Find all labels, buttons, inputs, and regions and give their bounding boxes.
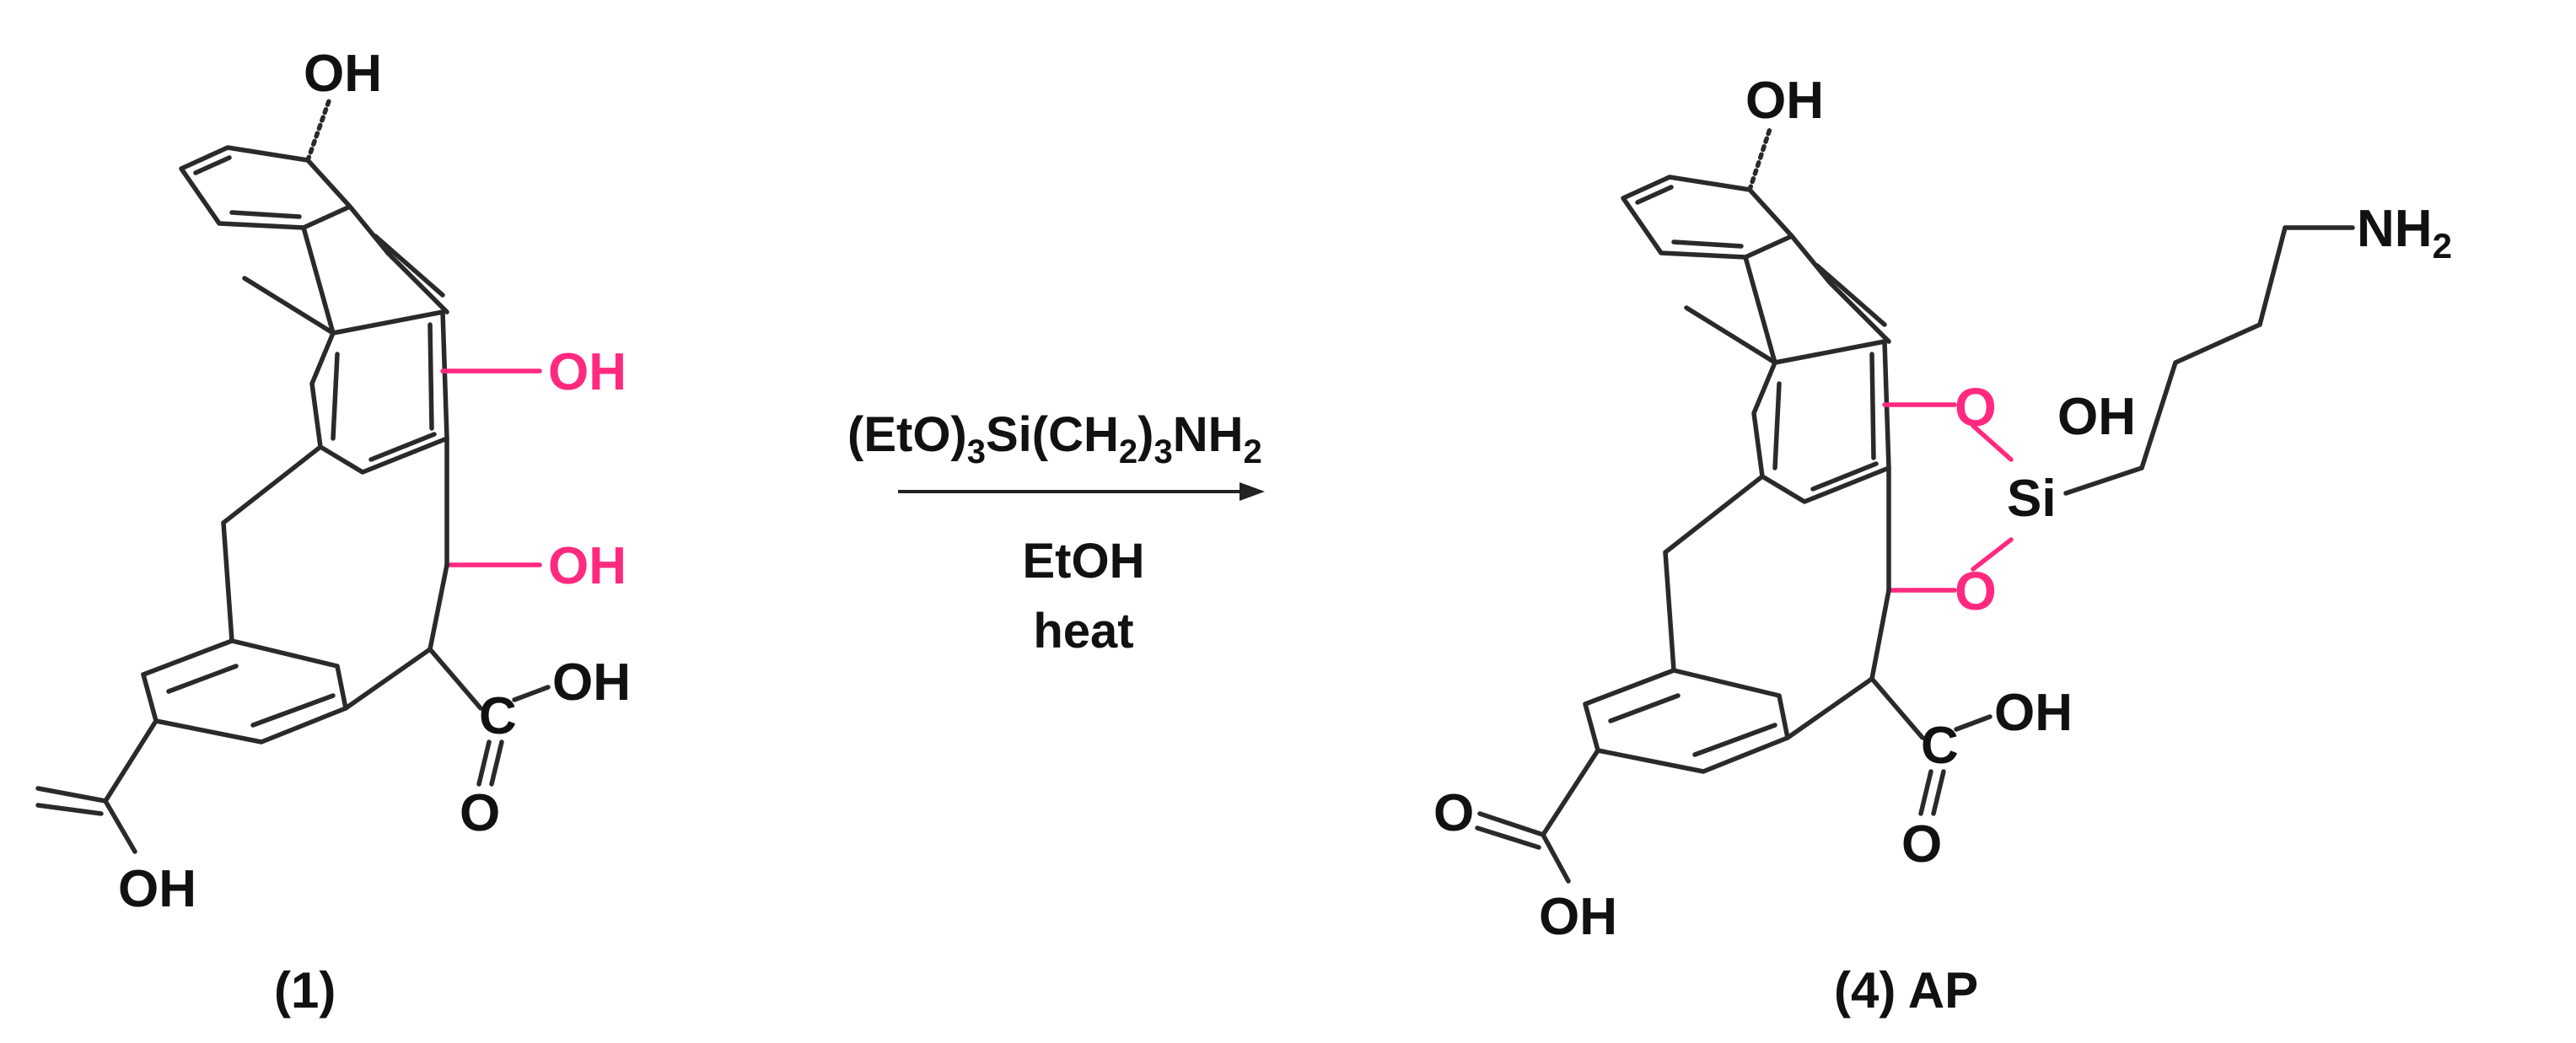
product-bottom-double-2 [1692,723,1777,757]
reaction-arrow-group: (EtO)3Si(CH2)3NH2 EtOH heat [847,407,1265,659]
reagent-prefix: (EtO) [847,407,967,462]
reactant-acid-o: O [460,784,500,842]
product-bottom-double-1 [1608,693,1681,723]
product-top-oh: OH [1745,72,1824,130]
product-si: Si [2007,470,2057,528]
reactant-co-double-2 [489,739,504,787]
product-acid-o: O [1901,815,1942,874]
product-co-double-2 [1931,769,1946,816]
reactant-middle-double-2 [428,322,434,431]
reactant-left-oh: OH [118,860,196,918]
condition-text: heat [1033,604,1133,659]
product-ch-bond [1869,588,1891,681]
product-label: (4) AP [1834,962,1978,1019]
reactant-pink-oh-2: OH [548,537,627,595]
reactant-left-oh-bond [103,798,137,854]
reactant-top-oh: OH [304,45,382,103]
reagent-suffix: NH [1173,407,1244,462]
reactant-bridge-2 [373,234,445,298]
product-chain-4 [2257,225,2288,327]
product-o-lower: O [1955,561,1997,621]
product-pink-bond-3 [1971,423,2014,462]
product-ch2-bond-1 [1663,474,1765,555]
product-ch2-bond-2 [1663,550,1676,673]
product-left-acid-o: O [1433,784,1474,842]
product-acid-oh: OH [1994,684,2073,742]
reagent-mid: Si(CH [986,407,1119,462]
reactant-pink-oh-1: OH [548,343,627,401]
product-nh2: NH2 [2357,200,2452,266]
product-o-upper: O [1955,377,1997,438]
reactant-bottom-double-2 [250,693,336,728]
product-middle-ring [1751,339,1891,504]
product-bridge-2 [1815,263,1887,327]
product-chain-2 [2139,360,2178,470]
product-chain-1 [2063,465,2144,496]
product-pink-bond-4 [1971,537,2014,572]
reactant-ch2-bond-1 [221,444,323,525]
product-cooh-bond [1869,676,1925,740]
product-chain-3 [2173,322,2262,365]
product-bridge-1 [1789,234,1832,285]
product-cooh-oh-bond [1954,714,1993,732]
product-middle-double-3 [1810,461,1879,492]
reactant-cooh-oh-bond [512,685,551,702]
reactant-structure [35,99,551,854]
product-top-double-1 [1635,185,1674,205]
product-middle-double-2 [1869,352,1876,460]
reactant-left-acid-bond [103,718,159,804]
product-left-co-2 [1475,825,1541,850]
product-nh-sub: 2 [2433,226,2452,266]
reagent-sub-4: 2 [1244,433,1262,470]
reactant-middle-double-3 [368,432,437,462]
reactant-bottom-double-1 [166,664,239,694]
reactant-methyl-bond [242,276,336,336]
reactant-ch-bond [428,562,449,652]
reagent-mid-2: ) [1137,407,1154,462]
product-top-double-2 [1671,239,1744,249]
product-structure [1475,124,2355,884]
reactant-top-hash-bond [305,99,331,163]
solvent-text: EtOH [1023,534,1145,589]
reactant-co-double-1 [476,739,492,787]
reagent-sub-1: 3 [967,433,986,470]
reaction-arrow-head [1240,482,1265,501]
product-methyl-bond [1684,305,1777,365]
reactant-ch2-bond-2 [221,520,234,643]
product-si-oh: OH [2057,388,2136,446]
reactant-bridge-1 [347,204,390,255]
reactant-bridge-4 [301,225,336,336]
product-top-hash-bond [1747,124,1773,192]
product-nh: NH [2357,200,2433,258]
product-left-acid-oh: OH [1539,888,1617,946]
reagent-text: (EtO)3Si(CH2)3NH2 [847,407,1262,470]
product-acid-c: C [1921,717,1959,775]
reactant-bottom-bridge [343,647,433,711]
reactant-cooh-bond [428,647,483,711]
product-middle-double-1 [1772,381,1782,470]
product-bridge-3 [1827,280,1891,344]
reactant-left-co-1 [35,786,108,804]
reactant-top-ring-double-1 [193,155,232,175]
reactant-acid-oh: OH [552,653,631,712]
product-left-acid-bond [1541,748,1600,837]
reagent-sub-2: 2 [1119,433,1137,470]
reactant-middle-ring [309,309,449,475]
reactant-top-ring-double-2 [229,210,302,219]
reactant-left-co-2 [35,803,104,816]
reactant-acid-c: C [479,687,517,745]
product-bridge-4 [1743,255,1777,365]
product-left-co-1 [1477,811,1546,837]
reactant-bridge-3 [385,250,449,315]
product-co-double-1 [1918,769,1933,816]
reagent-sub-3: 3 [1154,433,1172,470]
product-bottom-bridge [1785,676,1874,740]
reactant-label: (1) [274,962,336,1019]
product-left-oh-bond [1541,832,1571,884]
reactant-middle-double-1 [331,352,340,441]
